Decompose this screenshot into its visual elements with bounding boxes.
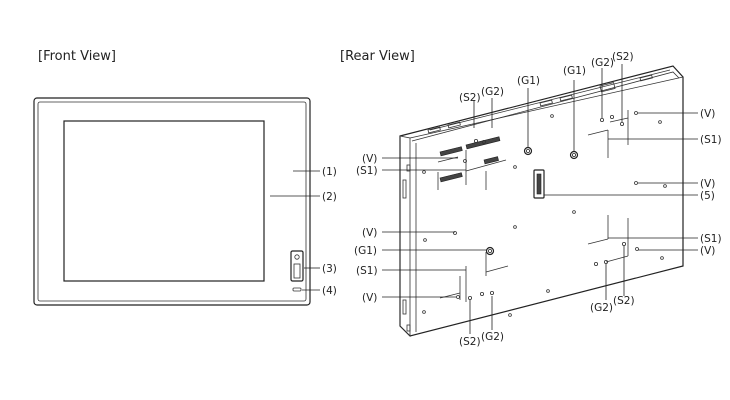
label-g1-top-right: (G1) [563,65,586,77]
front-switch-dot [294,254,300,260]
label-s1-right-2: (S1) [700,233,722,245]
label-s2-top-right: (S2) [612,51,634,63]
label-s2-bottom-left: (S2) [459,336,481,348]
front-usb-port [290,250,304,282]
front-bezel-outer [33,97,311,306]
label-s1-left-2: (S1) [356,265,378,277]
label-s2-top-left: (S2) [459,92,481,104]
label-g2-bottom-left: (G2) [481,331,504,343]
rear-small-holes [422,111,667,317]
label-s1-right-1: (S1) [700,134,722,146]
label-v-right-1: (V) [700,108,715,120]
front-label-1: (1) [322,166,337,178]
front-view: [Front View] (1) (2) (3) (4) [33,49,337,306]
front-led [292,287,302,292]
rear-bracket-lines [437,110,629,302]
front-view-title: [Front View] [38,49,116,64]
label-v-left-3: (V) [362,292,377,304]
label-g1-left: (G1) [354,245,377,257]
rear-connector-5 [533,169,545,199]
rear-view: [Rear View] [340,49,722,348]
label-5: (5) [700,190,715,202]
rear-view-title: [Rear View] [340,49,415,64]
rear-ground-screws [485,146,579,256]
label-g2-top-right: (G2) [591,57,614,69]
label-g2-top-left: (G2) [481,86,504,98]
label-s1-left-1: (S1) [356,165,378,177]
label-v-left-2: (V) [362,227,377,239]
front-usb-port-inner [293,263,301,279]
label-g2-bottom-right: (G2) [590,302,613,314]
label-v-right-3: (V) [700,245,715,257]
label-g1-top-mid: (G1) [517,75,540,87]
front-label-3: (3) [322,263,337,275]
front-label-2: (2) [322,191,337,203]
front-screen [63,120,265,282]
front-bezel-inner [37,101,307,302]
front-label-4: (4) [322,285,337,297]
label-v-right-2: (V) [700,178,715,190]
rear-bezel-edge [399,135,411,337]
label-v-left-1: (V) [362,153,377,165]
label-s2-bottom-right: (S2) [613,295,635,307]
